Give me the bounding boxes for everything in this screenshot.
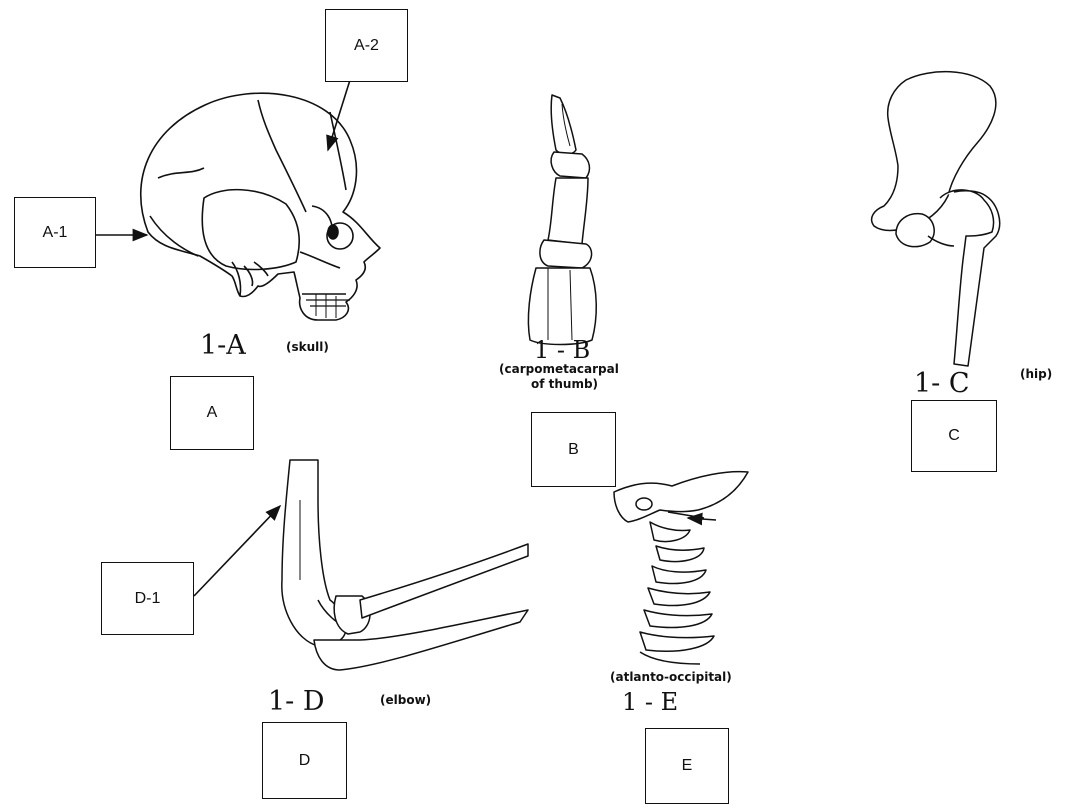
d1-leader-arrow	[194, 506, 280, 596]
hip-joint-label: (hip)	[1020, 367, 1052, 381]
label-box-d1[interactable]: D-1	[101, 562, 194, 635]
label-box-a1[interactable]: A-1	[14, 197, 96, 268]
thumb-number-label: 1 - B	[534, 336, 590, 364]
neck-number-label: 1 - E	[622, 688, 678, 716]
hip-number-label: 1- C	[914, 368, 970, 399]
skull-joint-label: (skull)	[286, 340, 329, 354]
neck-illustration	[597, 460, 748, 664]
thumb-illustration	[528, 95, 596, 345]
elbow-number-label: 1- D	[268, 686, 325, 717]
label-box-d[interactable]: D	[262, 722, 347, 799]
hip-illustration	[872, 72, 1000, 366]
thumb-joint-label-line1: (carpometacarpal	[499, 362, 619, 376]
elbow-illustration	[282, 460, 528, 670]
neck-pointer-arrow	[688, 518, 716, 520]
label-box-e[interactable]: E	[645, 728, 729, 804]
label-box-b[interactable]: B	[531, 412, 616, 487]
neck-joint-label: (atlanto-occipital)	[610, 670, 732, 684]
thumb-joint-label-line2: of thumb)	[531, 377, 598, 391]
label-box-a[interactable]: A	[170, 376, 254, 450]
skull-illustration	[141, 93, 380, 320]
label-box-a2[interactable]: A-2	[325, 9, 408, 82]
skull-number-label: 1-A	[200, 330, 246, 361]
elbow-joint-label: (elbow)	[380, 693, 431, 707]
label-box-c[interactable]: C	[911, 400, 997, 472]
